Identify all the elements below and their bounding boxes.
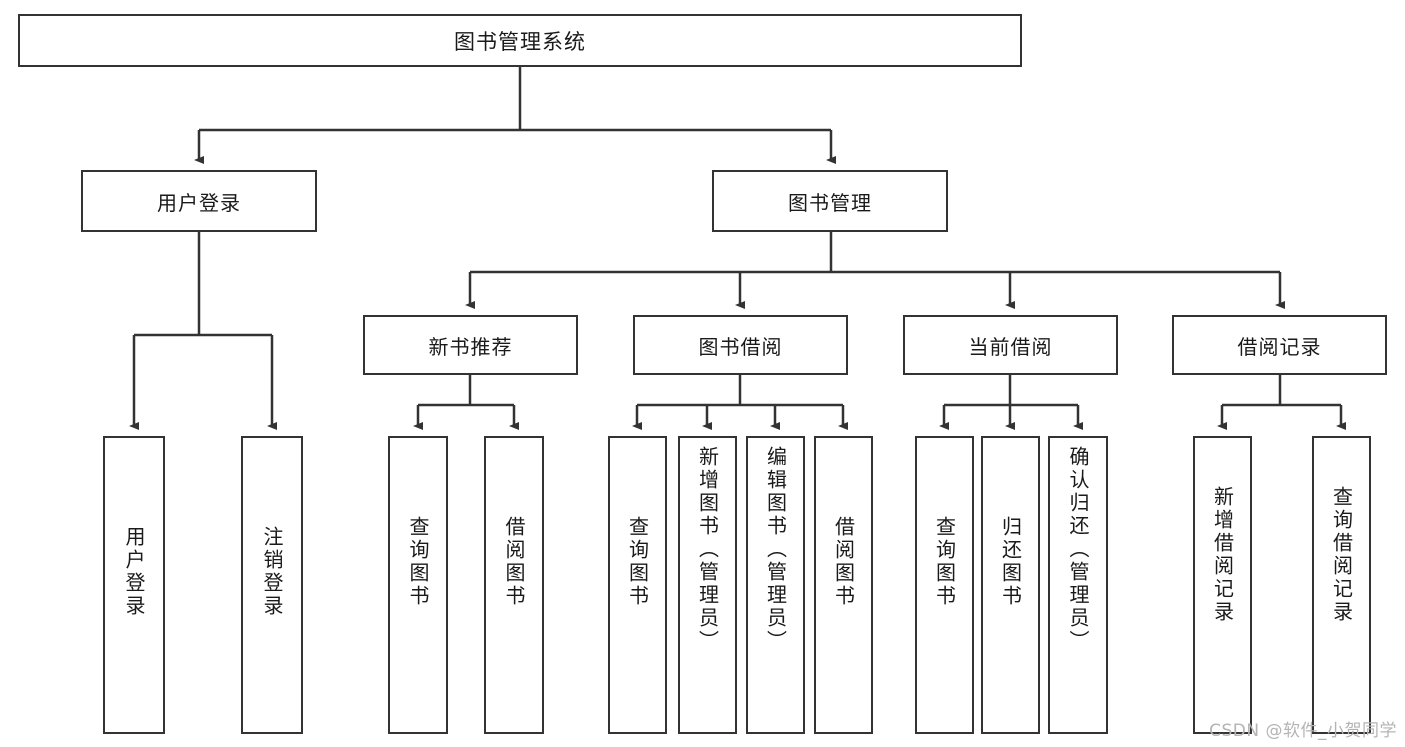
leaf-add-book-admin[interactable]: 新增图书（管理员） bbox=[678, 436, 737, 734]
leaf-borrow-book-newbook[interactable]: 借阅图书 bbox=[484, 436, 544, 734]
leaf-query-book-newbook-label: 查询图书 bbox=[406, 516, 430, 608]
node-current-borrow[interactable]: 当前借阅 bbox=[903, 315, 1118, 375]
leaf-borrow-book-newbook-label: 借阅图书 bbox=[502, 516, 526, 608]
node-borrow-record-label: 借阅记录 bbox=[1237, 334, 1322, 359]
leaf-add-book-admin-label: 新增图书（管理员） bbox=[695, 446, 720, 653]
leaf-query-borrow-record-label: 查询借阅记录 bbox=[1329, 486, 1354, 624]
leaf-user-login-label: 用户登录 bbox=[122, 526, 146, 618]
leaf-query-book-borrow[interactable]: 查询图书 bbox=[608, 436, 667, 734]
node-book-borrow[interactable]: 图书借阅 bbox=[633, 315, 848, 375]
leaf-borrow-book-borrow[interactable]: 借阅图书 bbox=[814, 436, 873, 734]
watermark: CSDN @软件_小贺同学 bbox=[1209, 721, 1397, 741]
leaf-add-borrow-record-label: 新增借阅记录 bbox=[1210, 486, 1235, 624]
leaf-return-book-label: 归还图书 bbox=[998, 516, 1023, 608]
leaf-add-borrow-record[interactable]: 新增借阅记录 bbox=[1193, 436, 1252, 734]
leaf-return-book[interactable]: 归还图书 bbox=[981, 436, 1040, 734]
node-root[interactable]: 图书管理系统 bbox=[18, 14, 1022, 67]
leaf-query-book-borrow-label: 查询图书 bbox=[625, 516, 650, 608]
node-borrow-record[interactable]: 借阅记录 bbox=[1172, 315, 1387, 375]
leaf-borrow-book-borrow-label: 借阅图书 bbox=[831, 516, 856, 608]
leaf-confirm-return-admin[interactable]: 确认归还（管理员） bbox=[1048, 436, 1108, 734]
leaf-edit-book-admin[interactable]: 编辑图书（管理员） bbox=[746, 436, 805, 734]
node-user-login-label: 用户登录 bbox=[157, 190, 241, 215]
leaf-logout[interactable]: 注销登录 bbox=[241, 436, 303, 734]
node-root-label: 图书管理系统 bbox=[454, 29, 586, 54]
leaf-edit-book-admin-label: 编辑图书（管理员） bbox=[763, 446, 788, 653]
leaf-query-book-current[interactable]: 查询图书 bbox=[915, 436, 974, 734]
leaf-query-book-current-label: 查询图书 bbox=[932, 516, 957, 608]
leaf-user-login[interactable]: 用户登录 bbox=[103, 436, 165, 734]
node-new-book-recommend[interactable]: 新书推荐 bbox=[363, 315, 578, 375]
leaf-logout-label: 注销登录 bbox=[260, 526, 284, 618]
node-user-login[interactable]: 用户登录 bbox=[81, 170, 317, 232]
node-current-borrow-label: 当前借阅 bbox=[968, 334, 1053, 359]
node-book-management[interactable]: 图书管理 bbox=[712, 170, 948, 232]
node-book-management-label: 图书管理 bbox=[788, 190, 872, 215]
node-book-borrow-label: 图书借阅 bbox=[698, 334, 783, 359]
leaf-query-borrow-record[interactable]: 查询借阅记录 bbox=[1312, 436, 1371, 734]
node-new-book-recommend-label: 新书推荐 bbox=[428, 334, 513, 359]
leaf-confirm-return-admin-label: 确认归还（管理员） bbox=[1066, 446, 1090, 653]
leaf-query-book-newbook[interactable]: 查询图书 bbox=[388, 436, 448, 734]
